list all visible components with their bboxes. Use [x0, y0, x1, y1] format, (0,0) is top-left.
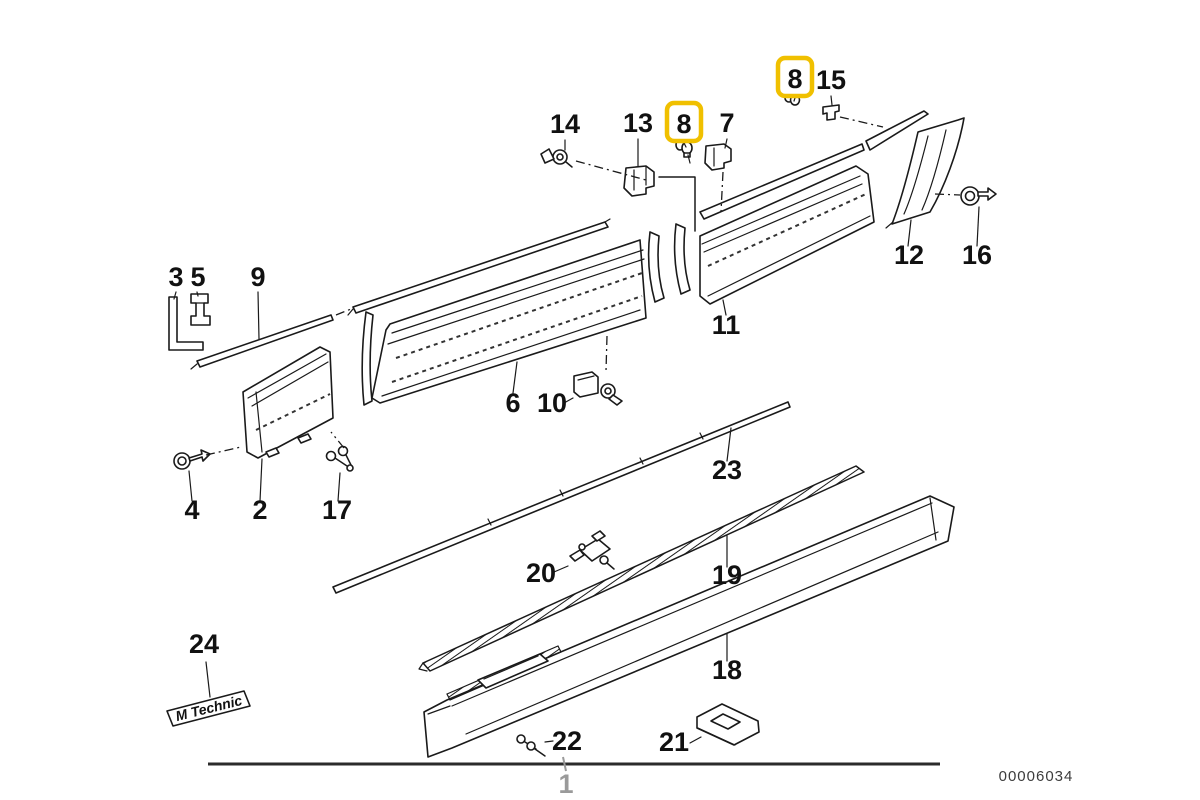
mid-separator-strips — [647, 223, 691, 303]
callout-21: 21 — [659, 727, 689, 757]
callout-11: 11 — [712, 310, 741, 340]
left-separator-strip — [361, 311, 374, 406]
callout-22: 22 — [552, 726, 582, 756]
callout-19: 19 — [712, 560, 742, 590]
highlight-box-8-top[interactable] — [775, 55, 815, 99]
part-9-trim-strip — [190, 314, 334, 370]
callout-3: 3 — [168, 262, 183, 292]
part-3-bracket — [168, 296, 204, 351]
part-23-strip — [332, 401, 791, 594]
callout-7: 7 — [719, 108, 734, 138]
callout-24: 24 — [189, 629, 219, 659]
part-22-screws — [516, 734, 546, 757]
callout-2: 2 — [252, 495, 267, 525]
part-10-bracket — [573, 371, 623, 406]
callout-6: 6 — [505, 388, 520, 418]
callout-23: 23 — [712, 455, 742, 485]
callout-12: 12 — [894, 240, 924, 270]
doc-number: 00006034 — [999, 768, 1074, 785]
callout-15: 15 — [816, 65, 846, 95]
part-11-upper-strip — [699, 110, 929, 220]
part-14-rivet-clip — [540, 148, 573, 168]
part-5-clip — [190, 293, 211, 326]
callout-18: 18 — [712, 655, 742, 685]
callout-13: 13 — [623, 108, 653, 138]
part-7-clip — [704, 143, 732, 171]
callout-17: 17 — [322, 495, 352, 525]
callout-8-mid[interactable]: 8 — [676, 109, 691, 139]
badge-label: M Technic — [174, 692, 244, 724]
callout-16: 16 — [962, 240, 992, 270]
callout-20: 20 — [526, 558, 556, 588]
part-15-grommet — [822, 104, 840, 121]
part-19-hatched-strip — [418, 465, 865, 672]
part-13-clip — [623, 165, 655, 197]
leader-lines — [173, 95, 980, 744]
part-24-mtechnic-badge: M Technic — [166, 690, 251, 727]
part-18-sill-panel — [423, 495, 955, 758]
callout-9: 9 — [250, 262, 265, 292]
part-6-door-molding — [371, 239, 647, 404]
callout-5: 5 — [190, 262, 205, 292]
part-6-upper-strip — [347, 218, 611, 316]
callout-4: 4 — [184, 495, 199, 525]
callout-8-top[interactable]: 8 — [787, 64, 802, 94]
part-12-pillar-trim — [885, 117, 965, 229]
part-11-rear-molding — [699, 165, 875, 305]
highlight-box-8-mid[interactable] — [664, 100, 704, 144]
callout-14: 14 — [550, 109, 580, 139]
part-2-front-molding — [242, 346, 334, 459]
part-17-screws — [325, 445, 354, 472]
part-21-bracket — [696, 703, 760, 746]
callout-10: 10 — [537, 388, 567, 418]
part-20-clip — [569, 530, 615, 570]
assembly-baseline — [208, 756, 940, 772]
part-4-screw — [173, 449, 211, 470]
part-16-screw-rivet — [960, 186, 997, 206]
callout-1-assembly: 1 — [558, 769, 573, 799]
callout-labels: 14 13 8 7 8 15 12 16 3 5 9 11 6 10 4 2 1… — [168, 55, 992, 799]
